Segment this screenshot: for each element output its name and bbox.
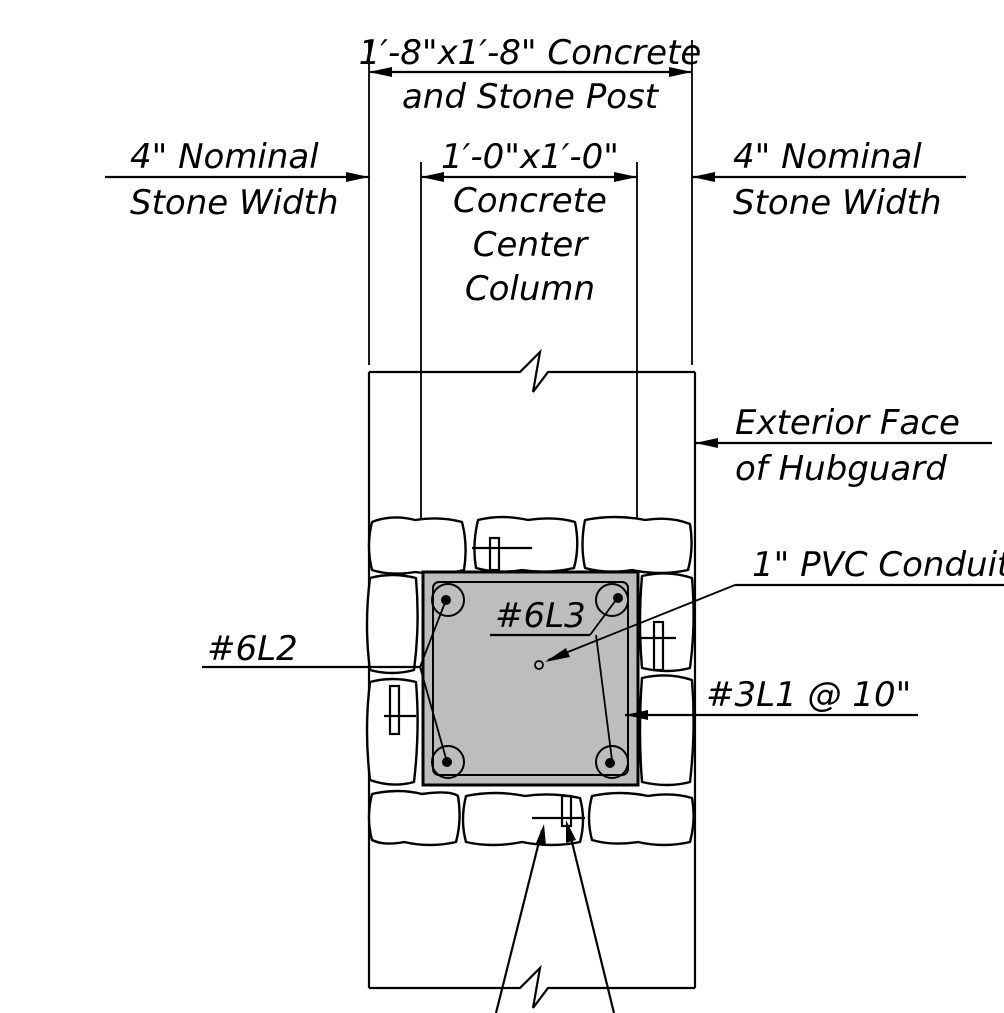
bar-l1-callout: #3L1 @ 10" <box>625 675 918 720</box>
tie-stirrup <box>432 581 629 776</box>
rebar <box>605 758 615 768</box>
stone <box>638 674 695 787</box>
hubguard-label: Exterior Face <box>735 403 960 443</box>
conduit-label: 1" PVC Conduit <box>752 545 1004 585</box>
stone-width-right-label-2: Stone Width <box>733 183 942 223</box>
stone-width-right: 4" Nominal Stone Width <box>692 137 966 223</box>
column-label-4: Column <box>465 269 595 309</box>
conduit-callout: 1" PVC Conduit <box>545 545 1004 662</box>
post-dimension-label: 1′-8"x1′-8" Concrete <box>359 33 702 73</box>
bar-l3-callout: #6L3 <box>490 596 617 761</box>
corner-bar-circle <box>595 583 629 617</box>
stone-width-right-label: 4" Nominal <box>733 137 922 177</box>
bottom-anchor-leaders <box>494 820 616 1013</box>
conduit-dot <box>534 660 544 670</box>
corner-bar-circle <box>431 745 465 779</box>
post-dimension: 1′-8"x1′-8" Concrete and Stone Post <box>359 33 702 117</box>
stone <box>638 572 695 673</box>
stone <box>587 791 695 847</box>
post-outline <box>367 348 697 1009</box>
hubguard-label-2: of Hubguard <box>735 449 947 489</box>
column-label-3: Center <box>473 225 589 265</box>
stone <box>365 573 419 675</box>
column-dimension-label: 1′-0"x1′-0" <box>441 137 619 177</box>
bar-l1-label: #3L1 @ 10" <box>706 675 911 715</box>
bar-l2-callout: #6L2 <box>202 599 448 763</box>
stone <box>581 515 693 575</box>
stone <box>473 515 579 573</box>
bar-l2-label: #6L2 <box>207 629 298 669</box>
hubguard-callout: Exterior Face of Hubguard <box>695 403 992 489</box>
stone-width-left-label: 4" Nominal <box>130 137 319 177</box>
corner-bar-circle <box>431 583 465 617</box>
post-dimension-label-2: and Stone Post <box>402 77 660 117</box>
stone <box>367 789 461 847</box>
stone-width-left: 4" Nominal Stone Width <box>105 137 369 223</box>
corner-bar-circle <box>595 745 629 779</box>
column-dimension: 1′-0"x1′-0" Concrete Center Column <box>421 137 637 309</box>
extension-lines <box>368 40 693 566</box>
stone-veneer <box>365 515 695 847</box>
stone-width-left-label-2: Stone Width <box>130 183 339 223</box>
bar-l3-label: #6L3 <box>495 596 586 636</box>
stone <box>365 677 419 786</box>
stone-anchors <box>384 536 676 828</box>
stone <box>461 791 585 847</box>
column-label-2: Concrete <box>453 181 607 221</box>
stone <box>367 516 467 575</box>
